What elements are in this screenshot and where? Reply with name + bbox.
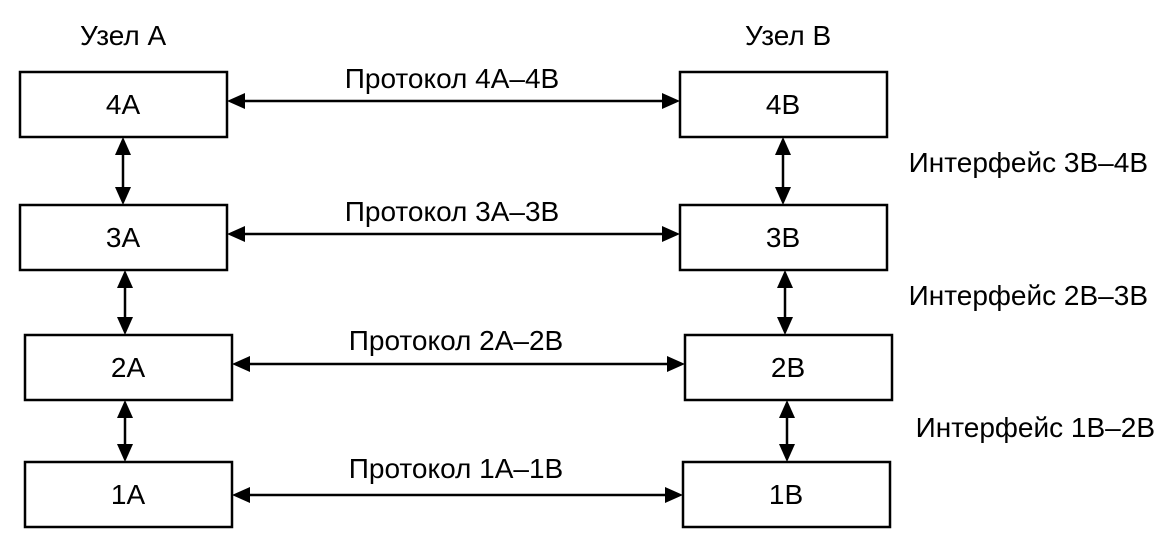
- protocol-arrow-4: [227, 93, 680, 109]
- node-a-title: Узел A: [80, 20, 166, 51]
- protocol-arrow-3: [227, 226, 680, 242]
- node-b-layer-4: 4B: [678, 70, 889, 139]
- interface-label-3b-4b: Интерфейс 3B–4B: [909, 147, 1148, 178]
- node-a-layer-4-label: 4A: [106, 89, 141, 120]
- node-b-layer-3-label: 3B: [766, 222, 800, 253]
- node-b-layer-3: 3B: [678, 203, 889, 272]
- node-a-layer-4: 4A: [18, 70, 229, 139]
- node-a-layer-3-label: 3A: [106, 222, 141, 253]
- interface-label-1b-2b: Интерфейс 1B–2B: [916, 412, 1155, 443]
- node-a-interface-arrow-3-4: [115, 137, 131, 205]
- node-a-layer-3: 3A: [18, 203, 229, 272]
- node-a-layer-2-label: 2A: [111, 352, 146, 383]
- node-a-layer-1: 1A: [23, 460, 234, 529]
- node-a-layer-1-label: 1A: [111, 479, 146, 510]
- protocol-label-2: Протокол 2A–2B: [349, 325, 563, 356]
- protocol-label-1: Протокол 1A–1B: [349, 453, 563, 484]
- protocol-label-3: Протокол 3A–3B: [345, 196, 559, 227]
- node-b-layer-1: 1B: [681, 460, 892, 529]
- node-b-layer-1-label: 1B: [769, 479, 803, 510]
- protocol-arrow-1: [232, 487, 683, 503]
- node-b-interface-arrow-2-3: [777, 270, 793, 335]
- node-a-interface-arrow-1-2: [117, 400, 133, 462]
- node-b-title: Узел B: [745, 20, 831, 51]
- node-b-interface-arrow-1-2: [779, 400, 795, 462]
- interface-label-2b-3b: Интерфейс 2B–3B: [909, 280, 1148, 311]
- node-b-layer-2: 2B: [683, 333, 894, 402]
- node-b-interface-arrow-3-4: [775, 137, 791, 205]
- protocol-label-4: Протокол 4A–4B: [345, 63, 559, 94]
- node-b-layer-2-label: 2B: [771, 352, 805, 383]
- node-a-interface-arrow-2-3: [117, 270, 133, 335]
- node-a-layer-2: 2A: [23, 333, 234, 402]
- protocol-arrow-2: [232, 356, 685, 372]
- node-b-layer-4-label: 4B: [766, 89, 800, 120]
